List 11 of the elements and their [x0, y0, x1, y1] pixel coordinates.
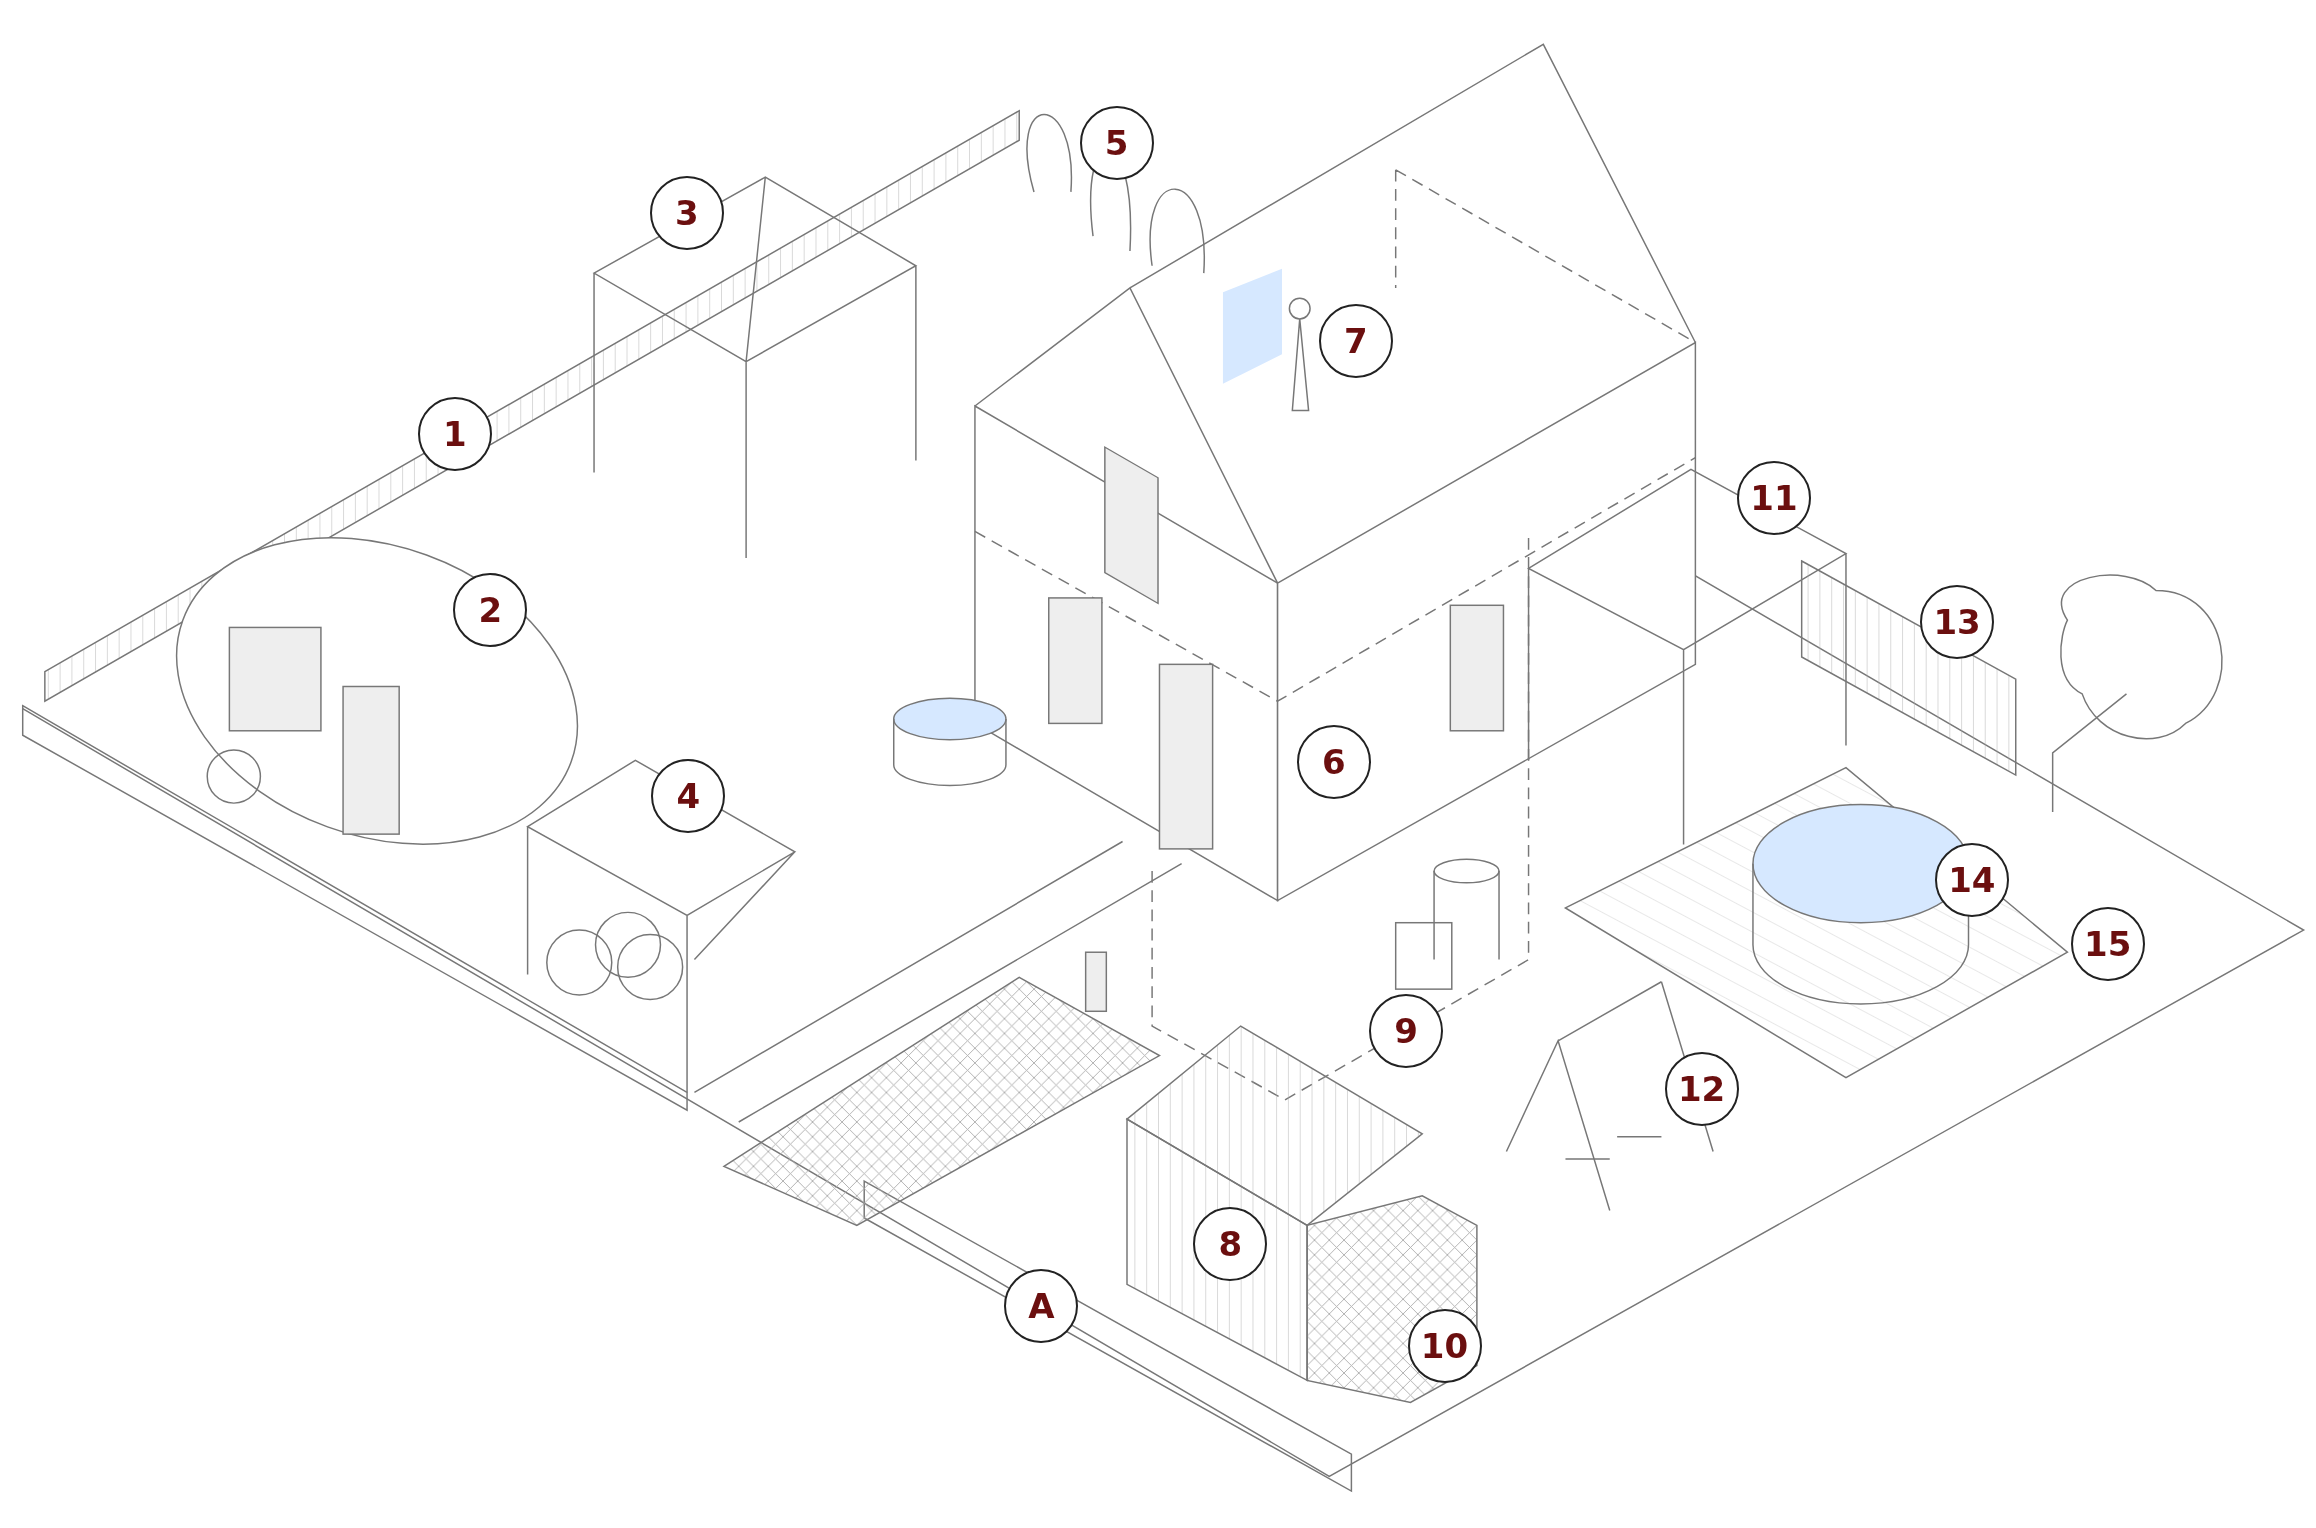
callout-number: 15 — [2070, 906, 2145, 981]
callout-number: 13 — [1920, 584, 1995, 659]
callout-number: 5 — [1079, 106, 1154, 181]
callout-number: 9 — [1369, 993, 1444, 1068]
callout-number: 7 — [1318, 304, 1393, 379]
callout-number: 4 — [651, 759, 726, 834]
callout-number: 12 — [1664, 1051, 1739, 1126]
callout-number: 11 — [1736, 460, 1811, 535]
callout-number: A — [1004, 1268, 1079, 1343]
callout-number: 3 — [649, 175, 724, 250]
callout-number: 1 — [417, 397, 492, 472]
